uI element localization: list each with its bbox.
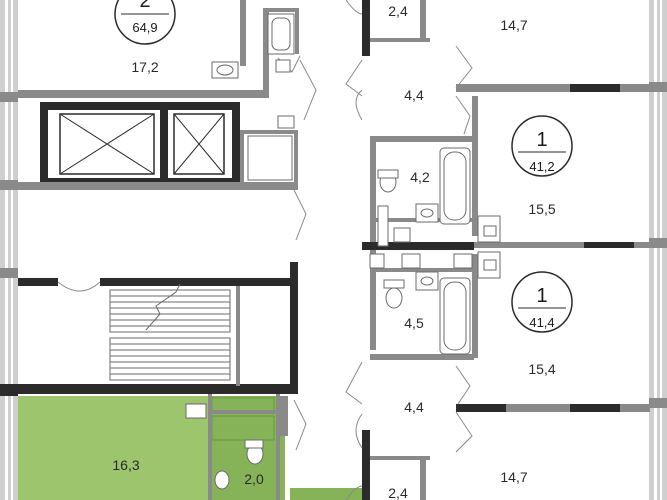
selected-toilet-tank [244, 439, 264, 449]
selected-apartment[interactable] [18, 396, 365, 500]
room-label-selected-bath: 2,0 [244, 471, 264, 487]
selected-living-room-fill[interactable] [18, 396, 210, 500]
room-label-top-center-hall: 2,4 [388, 3, 408, 19]
room-label-hall-lower: 4,4 [404, 399, 424, 415]
room-label-hall-upper: 4,4 [404, 87, 424, 103]
apartment-badge-right-mid[interactable]: 1 41,2 [511, 115, 573, 177]
selected-fridge [185, 403, 207, 419]
apartment-badge-right-low[interactable]: 1 41,4 [511, 271, 573, 333]
apartment-badge-top-left[interactable]: 2 64,9 [114, 0, 176, 45]
room-label-right-lower: 15,4 [528, 361, 555, 377]
apartment-number: 1 [536, 129, 547, 151]
apartment-number: 2 [139, 0, 150, 12]
elevator-shafts [59, 113, 225, 175]
fixtures [211, 13, 501, 355]
apartment-number: 1 [536, 285, 547, 307]
apartment-area: 64,9 [132, 20, 157, 35]
apartment-area: 41,2 [529, 159, 554, 174]
walls [18, 0, 650, 500]
staircase [109, 283, 231, 381]
room-label-top-right: 14,7 [500, 17, 527, 33]
room-label-bottom-center-hall: 2,4 [388, 485, 408, 500]
selected-hall-fill[interactable] [290, 488, 365, 500]
room-label-bath-lower: 4,5 [404, 315, 424, 331]
doors [57, 0, 473, 500]
room-label-bath-upper: 4,2 [410, 169, 430, 185]
selected-bidet-icon [214, 470, 230, 490]
room-label-bottom-right: 14,7 [500, 469, 527, 485]
room-labels: 17,2 2,4 14,7 4,4 4,2 15,5 4,5 15,4 4,4 … [112, 3, 555, 500]
room-label-selected-living: 16,3 [112, 457, 139, 473]
room-label-top-left-living: 17,2 [131, 59, 158, 75]
room-label-right-upper: 15,5 [528, 201, 555, 217]
apartment-area: 41,4 [529, 315, 554, 330]
